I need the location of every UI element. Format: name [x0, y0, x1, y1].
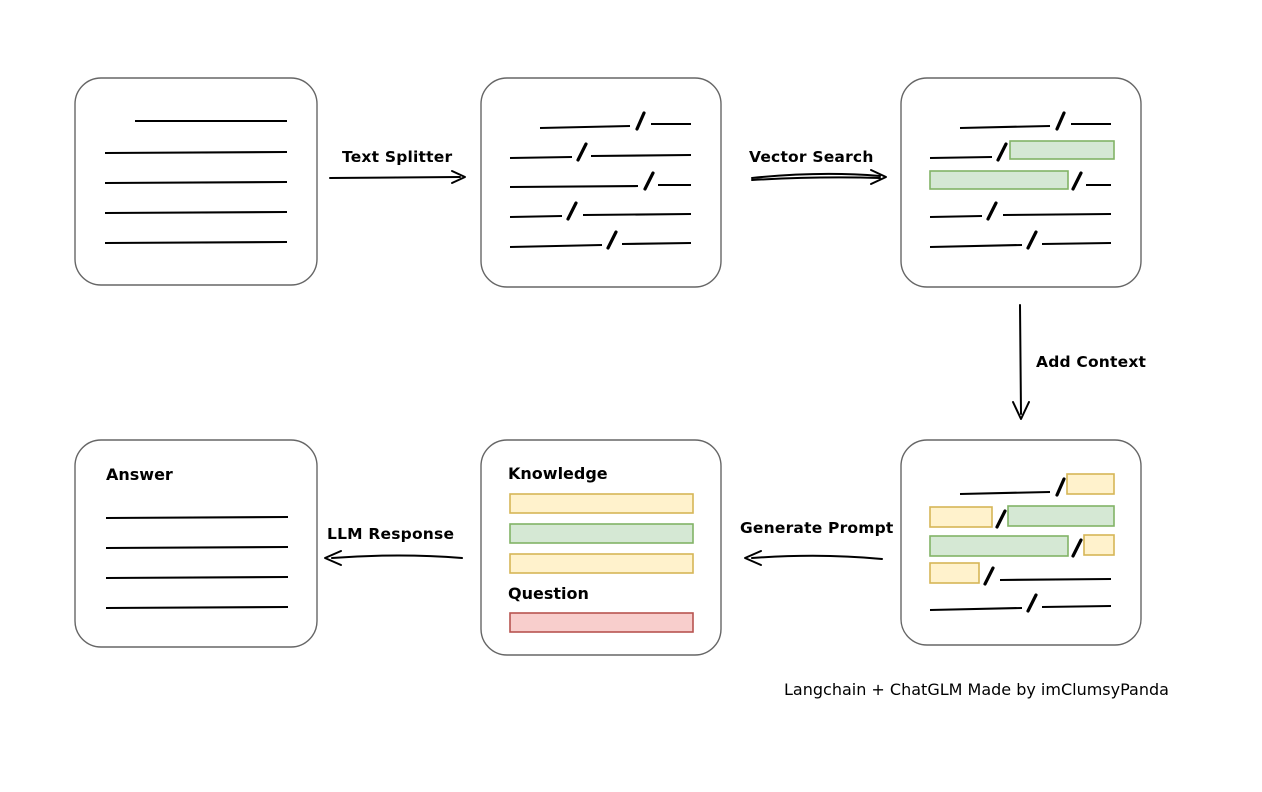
- matched-line-4b: [1002, 212, 1112, 217]
- chunk-line-2a: [509, 155, 573, 160]
- answer-line-1: [105, 515, 289, 520]
- context-chip-3b-yellow: [1083, 534, 1115, 556]
- prompt-knowledge-bar-1: [509, 493, 694, 514]
- chunk-line-5b: [621, 241, 692, 246]
- chunk-line-4a: [509, 214, 563, 219]
- prompt-knowledge-label: Knowledge: [508, 464, 608, 483]
- chunk-slash-2: [576, 142, 588, 162]
- chunk-line-2b: [590, 153, 692, 158]
- chunk-slash-3: [643, 171, 655, 191]
- prompt-question-bar-1: [509, 612, 694, 633]
- matched-line-5a: [929, 243, 1023, 249]
- node-answer[interactable]: [74, 439, 318, 648]
- node-matched-chunks[interactable]: [900, 77, 1142, 288]
- node-context-chunks[interactable]: [900, 439, 1142, 646]
- node-split-chunks-frame: [480, 77, 722, 288]
- context-line-5b: [1041, 604, 1112, 609]
- matched-slash-3: [1071, 171, 1083, 191]
- node-split-chunks[interactable]: [480, 77, 722, 288]
- matched-line-4a: [929, 214, 983, 219]
- chunk-line-4b: [582, 212, 692, 217]
- document-line-2: [104, 150, 288, 155]
- context-line-4b: [999, 577, 1112, 582]
- arrow-label-text-splitter: Text Splitter: [342, 148, 453, 166]
- matched-slash-2: [996, 142, 1008, 162]
- arrow-label-vector-search: Vector Search: [749, 148, 874, 166]
- context-chip-4a-yellow: [929, 562, 980, 584]
- chunk-line-3a: [509, 184, 639, 189]
- matched-chip-2b-green: [1009, 140, 1115, 160]
- arrow-label-llm-response: LLM Response: [327, 525, 455, 543]
- answer-line-4: [105, 605, 289, 610]
- node-source-document[interactable]: [74, 77, 318, 286]
- node-answer-frame: [74, 439, 318, 648]
- arrow-text-splitter: [329, 170, 466, 184]
- arrow-add-context: [1012, 304, 1030, 420]
- prompt-knowledge-bar-2: [509, 523, 694, 544]
- matched-slash-4: [986, 201, 998, 221]
- context-slash-5: [1026, 593, 1038, 613]
- arrow-llm-response: [324, 550, 463, 566]
- chunk-line-1a: [539, 124, 631, 130]
- arrow-label-add-context: Add Context: [1036, 353, 1147, 371]
- answer-line-2: [105, 545, 289, 550]
- prompt-question-label: Question: [508, 584, 589, 603]
- context-chip-2a-yellow: [929, 506, 993, 528]
- chunk-slash-5: [606, 230, 618, 250]
- context-slash-4: [983, 566, 995, 586]
- matched-line-2a: [929, 155, 993, 160]
- matched-line-1a: [959, 124, 1051, 130]
- answer-title: Answer: [106, 465, 173, 484]
- context-slash-3: [1071, 538, 1083, 558]
- context-line-1a: [959, 490, 1051, 496]
- context-line-5a: [929, 606, 1023, 612]
- context-chip-1b-yellow: [1066, 473, 1115, 495]
- matched-slash-1: [1055, 111, 1066, 131]
- answer-line-3: [105, 575, 289, 580]
- chunk-slash-1: [635, 111, 646, 131]
- arrow-label-generate-prompt: Generate Prompt: [740, 519, 894, 537]
- matched-line-5b: [1041, 241, 1112, 246]
- matched-slash-5: [1026, 230, 1038, 250]
- document-line-4: [104, 210, 288, 215]
- arrow-generate-prompt: [744, 550, 883, 566]
- context-chip-3a-green: [929, 535, 1069, 557]
- diagram-caption: Langchain + ChatGLM Made by imClumsyPand…: [784, 680, 1169, 699]
- document-line-3: [104, 180, 288, 185]
- chunk-line-5a: [509, 243, 603, 249]
- prompt-knowledge-bar-3: [509, 553, 694, 574]
- matched-chip-3a-green: [929, 170, 1069, 190]
- context-slash-2: [995, 509, 1007, 529]
- chunk-slash-4: [566, 201, 578, 221]
- node-prompt[interactable]: [480, 439, 722, 656]
- context-slash-1: [1055, 477, 1066, 497]
- context-chip-2b-green: [1007, 505, 1115, 527]
- document-line-5: [104, 240, 288, 245]
- arrow-vector-search: [751, 169, 887, 185]
